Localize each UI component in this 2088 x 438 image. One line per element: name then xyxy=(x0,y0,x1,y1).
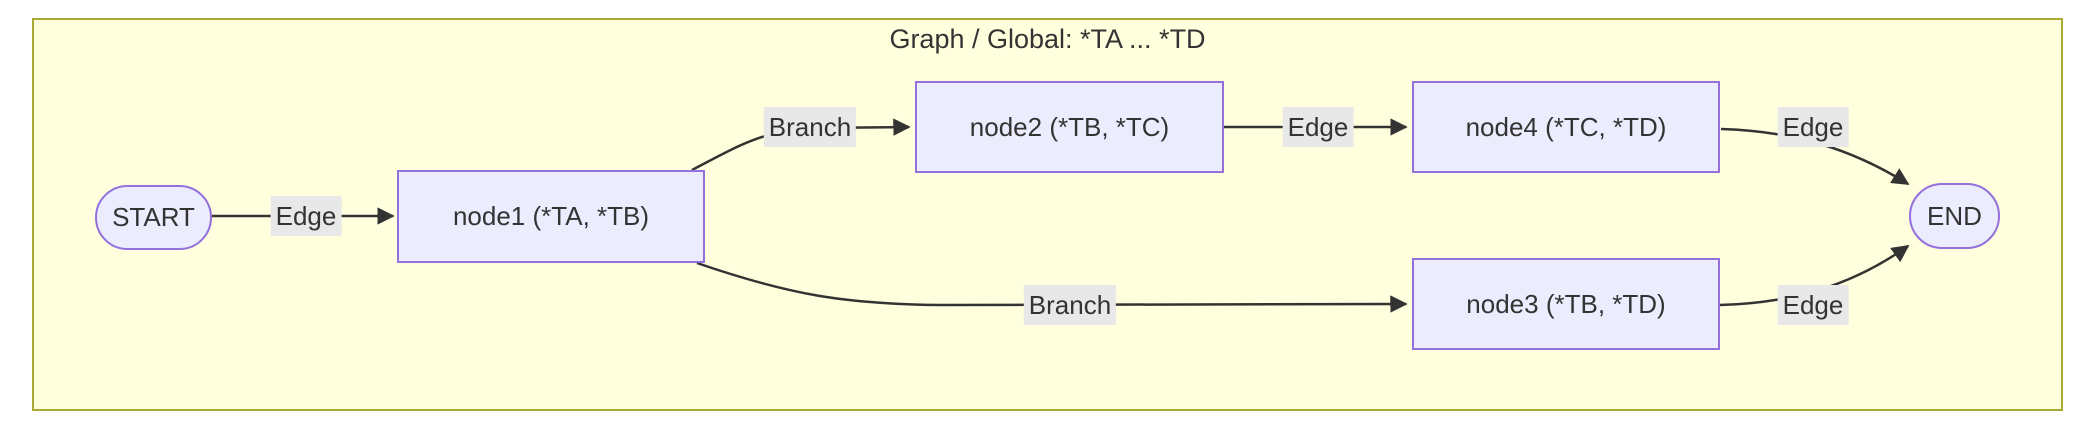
edge-label-node2-node4: Edge xyxy=(1282,107,1354,147)
node-end-label: END xyxy=(1927,200,1982,231)
node-start: START xyxy=(95,185,212,250)
node-start-label: START xyxy=(112,202,195,232)
edge-label-node1-node3: Branch xyxy=(1023,285,1117,325)
node-node4-label: node4 (*TC, *TD) xyxy=(1465,111,1667,142)
node-node2-label: node2 (*TB, *TC) xyxy=(969,111,1170,142)
node-node4: node4 (*TC, *TD) xyxy=(1412,81,1720,173)
node-end: END xyxy=(1909,183,2000,249)
node-node2: node2 (*TB, *TC) xyxy=(915,81,1224,173)
edge-label-node1-node2: Branch xyxy=(763,107,857,147)
node-node3-label: node3 (*TB, *TD) xyxy=(1466,288,1666,319)
node-node3: node3 (*TB, *TD) xyxy=(1412,258,1720,350)
node-node1-label: node1 (*TA, *TB) xyxy=(452,201,650,231)
edge-label-start-node1: Edge xyxy=(270,196,342,236)
subgraph-title: Graph / Global: *TA ... *TD xyxy=(889,24,1206,54)
edge-label-node3-end: Edge xyxy=(1777,285,1849,325)
edge-node1-to-node3 xyxy=(696,261,1408,313)
node-node1: node1 (*TA, *TB) xyxy=(397,170,705,263)
edge-label-node4-end: Edge xyxy=(1777,107,1849,147)
